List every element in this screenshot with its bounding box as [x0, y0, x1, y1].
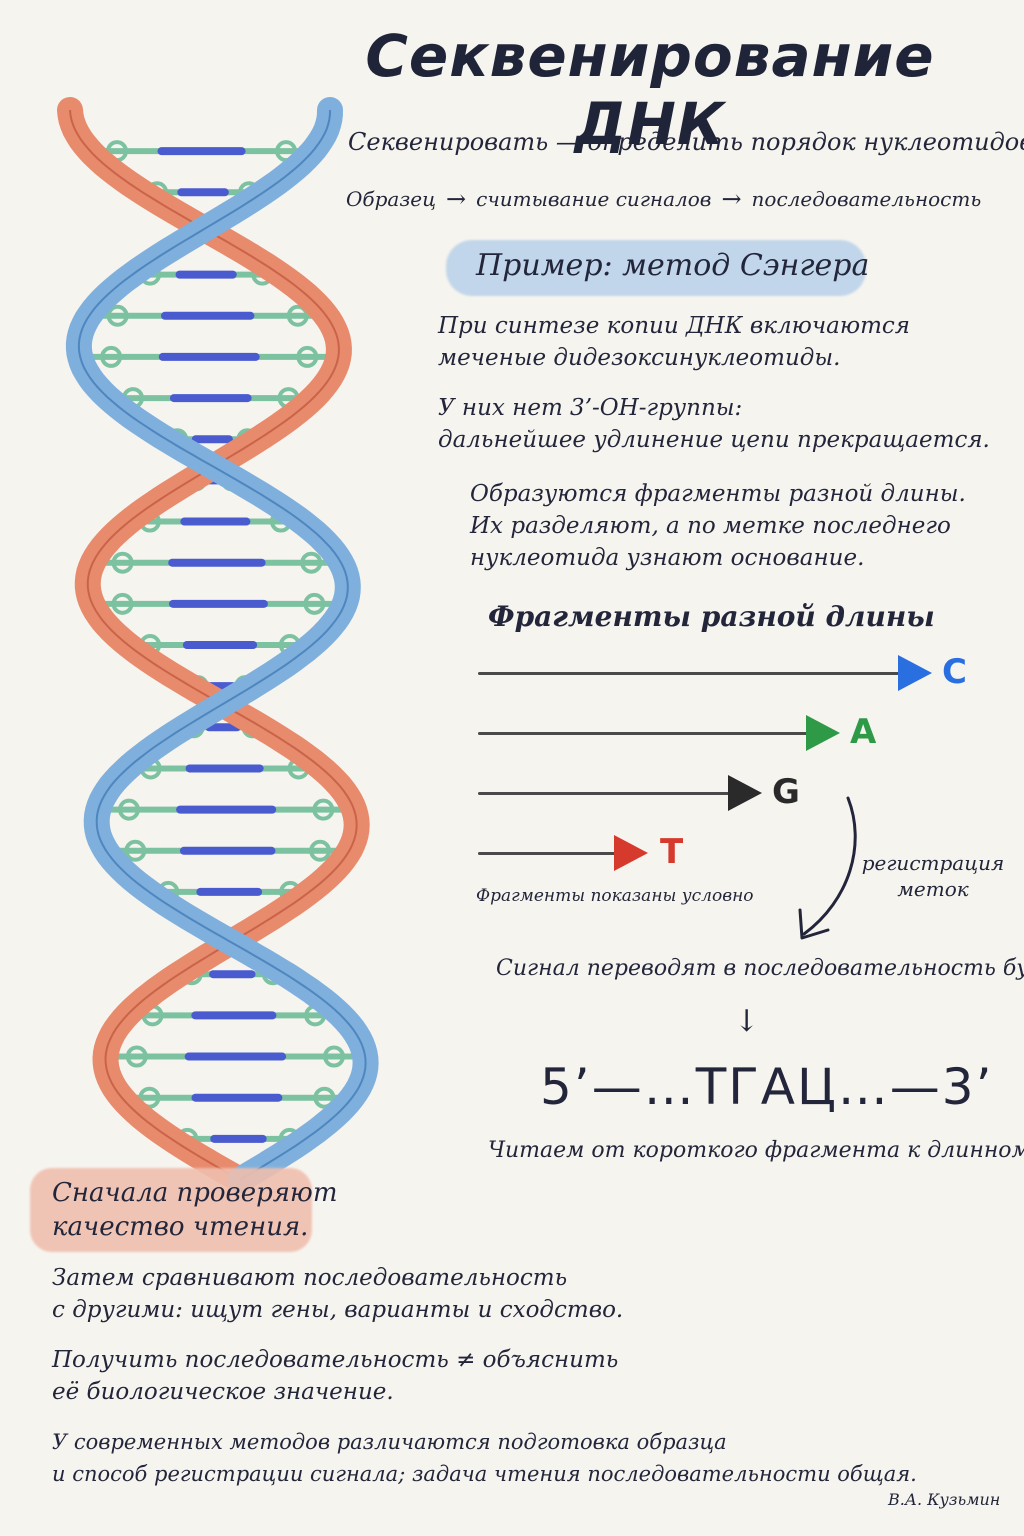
nucleotide-ring	[286, 304, 309, 327]
base-label-a: A	[850, 712, 877, 752]
fragment-line-t	[478, 852, 616, 855]
curved-arrow-icon	[798, 796, 857, 940]
quality-highlight	[30, 1168, 312, 1252]
base-label-t: T	[660, 832, 684, 872]
nucleotide-ring	[117, 798, 140, 821]
nucleotide-ring	[303, 592, 326, 615]
dna-helix-illustration	[57, 97, 379, 1193]
base-label-c: C	[942, 652, 967, 692]
marker-g-icon	[728, 775, 762, 811]
base-label-g: G	[772, 772, 800, 812]
flow-step-sample: Образец	[346, 187, 437, 211]
author-signature: В.А. Кузьмин	[888, 1490, 1001, 1509]
blue-strand-edge	[77, 109, 367, 1181]
text-line: Получить последовательность ≠ объяснить	[52, 1347, 619, 1373]
nucleotide-ring	[138, 1086, 161, 1109]
definition-text: Секвенировать — определить порядок нукле…	[348, 128, 1024, 156]
text-line: У них нет 3’-OH-группы:	[438, 395, 743, 421]
text-line: нуклеотида узнают основание.	[470, 545, 865, 571]
nucleotide-ring	[323, 1045, 346, 1068]
nucleotide-ring	[111, 592, 134, 615]
quality-text: Сначала проверяют качество чтения.	[52, 1176, 337, 1244]
nucleotide-ring	[313, 1086, 336, 1109]
process-flow: Образец → считывание сигналов → последов…	[346, 185, 981, 213]
text-line: регистрация	[861, 851, 1005, 875]
fragments-note: Фрагменты показаны условно	[476, 886, 754, 906]
text-line: Образуются фрагменты разной длины.	[470, 481, 966, 507]
text-line: меченые дидезоксинуклеотиды.	[438, 345, 841, 371]
fragments-title: Фрагменты разной длины	[488, 600, 935, 633]
nucleotide-ring	[100, 345, 123, 368]
fragment-line-g	[478, 792, 730, 795]
arrow-right-icon: →	[721, 185, 742, 213]
text-line: Затем сравнивают последовательность	[52, 1265, 568, 1291]
orange-strand-edge	[69, 109, 358, 1181]
nucleotide-ring	[312, 798, 335, 821]
text-line: её биологическое значение.	[52, 1379, 394, 1405]
registration-note: регистрация меток	[858, 850, 1008, 902]
example-heading: Пример: метод Сэнгера	[476, 248, 870, 283]
arrow-right-icon: →	[446, 185, 467, 213]
text-line: При синтезе копии ДНК включаются	[438, 313, 911, 339]
nucleotide-ring	[309, 839, 332, 862]
nucleotide-ring	[296, 345, 319, 368]
marker-t-icon	[614, 835, 648, 871]
text-line: с другими: ищут гены, варианты и сходств…	[52, 1297, 624, 1323]
arrow-down-icon: ↓	[734, 1004, 760, 1039]
text-line: и способ регистрации сигнала; задача чте…	[52, 1462, 917, 1486]
paragraph-meaning: Получить последовательность ≠ объяснить …	[52, 1344, 618, 1408]
paragraph-synthesis: При синтезе копии ДНК включаются меченые…	[438, 310, 910, 374]
marker-c-icon	[898, 655, 932, 691]
marker-a-icon	[806, 715, 840, 751]
signal-text: Сигнал переводят в последовательность бу…	[496, 956, 1024, 981]
fragment-line-c	[478, 672, 900, 675]
nucleotide-ring	[124, 839, 147, 862]
nucleotide-ring	[300, 551, 323, 574]
example-highlight	[446, 240, 866, 296]
text-line: Их разделяют, а по метке последнего	[470, 513, 951, 539]
nucleotide-ring	[125, 1045, 148, 1068]
text-line: меток	[897, 877, 969, 901]
text-line: У современных методов различаются подгот…	[52, 1430, 727, 1454]
paragraph-fragments: Образуются фрагменты разной длины. Их ра…	[470, 478, 966, 574]
read-direction-text: Читаем от короткого фрагмента к длинному…	[488, 1138, 1024, 1163]
nucleotide-ring	[106, 304, 129, 327]
sequence-readout: 5’—…ТГАЦ…—3’	[540, 1058, 994, 1116]
flow-step-sequence: последовательность	[751, 187, 982, 211]
paragraph-compare: Затем сравнивают последовательность с др…	[52, 1262, 623, 1326]
fragment-line-a	[478, 732, 808, 735]
text-line: качество чтения.	[52, 1212, 309, 1242]
paragraph-termination: У них нет 3’-OH-группы: дальнейшее удлин…	[438, 392, 990, 456]
paragraph-modern-methods: У современных методов различаются подгот…	[52, 1426, 917, 1490]
nucleotide-ring	[111, 551, 134, 574]
flow-step-signals: считывание сигналов	[476, 187, 712, 211]
base-pairs	[77, 140, 369, 1150]
text-line: Сначала проверяют	[52, 1178, 338, 1208]
page-title: Секвенирование ДНК	[365, 22, 935, 158]
text-line: дальнейшее удлинение цепи прекращается.	[438, 427, 990, 453]
